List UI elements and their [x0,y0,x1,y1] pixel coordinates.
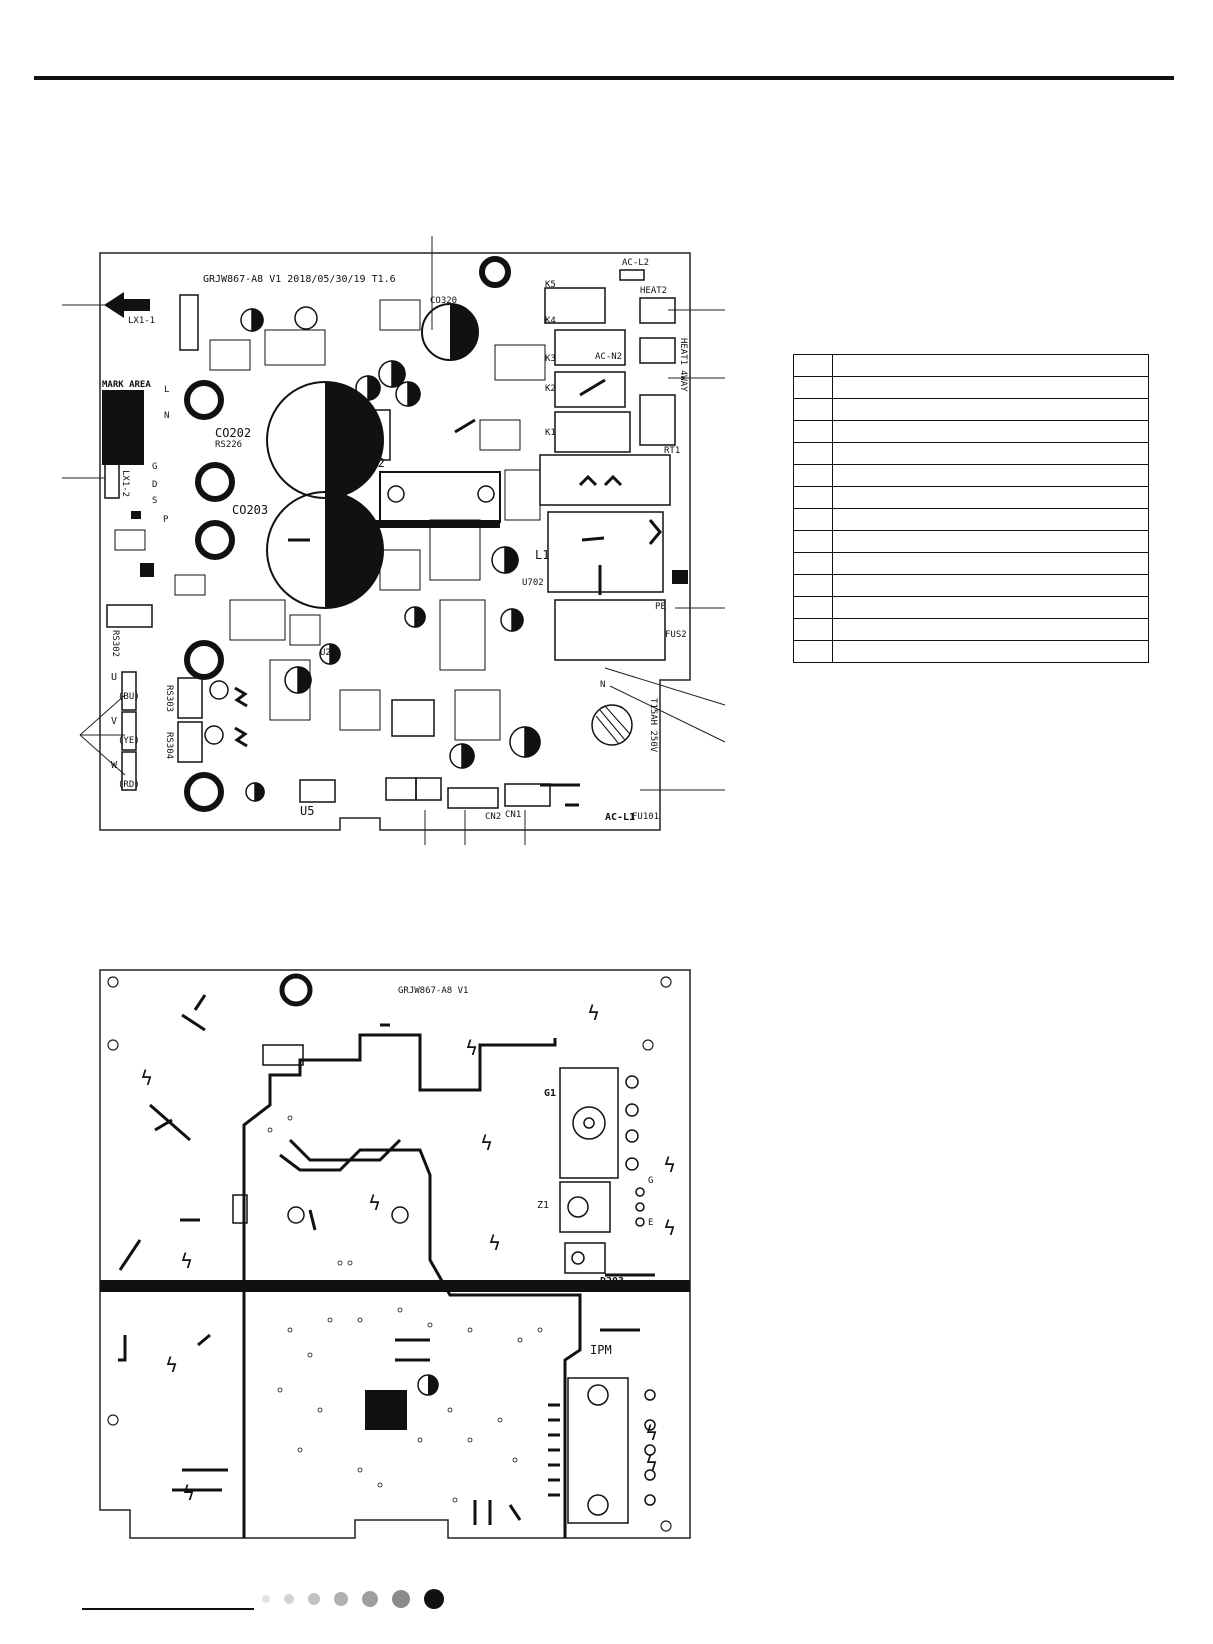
svg-text:ϟ: ϟ [465,1036,478,1060]
svg-text:ϟ: ϟ [663,1153,676,1177]
v-terminal-label: V [111,716,118,727]
footer-rule [82,1608,254,1610]
k3-label: K3 [545,354,556,364]
bu-label: (BU) [118,692,140,702]
four-way-label: 4WAY [678,370,688,392]
heat2-label: HEAT2 [640,286,668,296]
page-dot [284,1594,294,1604]
co203-label: CO203 [232,503,269,517]
rt1-label: RT1 [664,446,681,456]
rs304-label: RS304 [164,732,174,760]
s-pin-label: S [152,496,158,506]
z1-label: Z1 [537,1200,550,1211]
fuse-rating-label: T15AH 250V [648,698,658,753]
n-terminal-label: N [600,680,606,690]
u-terminal-label: U [111,672,118,683]
rs303-label: RS303 [164,685,174,713]
ac-l2-label: AC-L2 [622,258,650,268]
cn1-label: CN1 [505,810,522,820]
g1-label: G1 [544,1088,557,1099]
rs226-label: RS226 [215,440,243,450]
n-input-label: N [164,411,170,421]
ipm-label: IPM [590,1343,612,1357]
bottom-board-title: GRJW867-A8 V1 [398,986,469,996]
fu101-label: FU101 [632,812,660,822]
header-rule [34,76,1174,80]
g-terminal-label: G [648,1176,654,1186]
k4-label: K4 [545,316,556,326]
ye-label: (YE) [118,736,140,746]
svg-text:ϟ: ϟ [645,1451,658,1475]
fus2-label: FUS2 [665,630,687,640]
svg-text:ϟ: ϟ [368,1191,381,1215]
svg-text:ϟ: ϟ [480,1131,493,1155]
g-pin-label: G [152,462,158,472]
svg-text:ϟ: ϟ [587,1001,600,1025]
page-dot [392,1590,410,1608]
legend-row [793,596,1149,619]
ipm2-label: IPM2 [356,456,385,470]
u20-label: U20 [320,648,337,658]
heat1-label: HEAT1 [678,338,688,366]
co320-label: CO320 [430,296,458,306]
svg-text:ϟ: ϟ [165,1353,178,1377]
page-dot [334,1592,348,1606]
rs302-label: RS302 [110,630,120,658]
e-terminal-label: E [648,1218,654,1228]
k5-label: K5 [545,280,556,290]
ac-n2-label: AC-N2 [595,352,623,362]
lx2-label: LX1-2 [120,470,130,498]
svg-text:ϟ: ϟ [663,1216,676,1240]
svg-text:ϟ: ϟ [180,1249,193,1273]
l-input-label: L [164,385,170,395]
w-terminal-label: W [111,760,118,771]
pe-label: PE [655,602,666,612]
co202-label: CO202 [215,426,252,440]
ac-l1-label: AC-L1 [605,812,636,823]
d-pin-label: D [152,480,158,490]
page-dot [262,1595,270,1603]
component-legend-table [793,354,1149,663]
u702-label: U702 [522,578,544,588]
svg-text:ϟ: ϟ [645,1421,658,1445]
page-dot-active [424,1589,444,1609]
svg-text:ϟ: ϟ [140,1066,153,1090]
legend-row [793,420,1149,443]
u5-label: U5 [300,804,315,818]
k1-label: K1 [545,428,556,438]
d203-label: D203 [600,1276,625,1287]
rd-label: (RD) [118,780,140,790]
legend-description-cell [832,640,1149,663]
svg-text:ϟ: ϟ [182,1481,195,1505]
p-pin-label: P [163,515,169,525]
legend-row [793,640,1149,663]
pcb-top-drawing [62,236,726,845]
legend-row [793,618,1149,641]
top-board-title: GRJW867-A8 V1 2018/05/30/19 T1.6 [203,274,396,285]
mark-area-label: MARK AREA [102,380,151,390]
svg-text:ϟ: ϟ [488,1231,501,1255]
cn2-label: CN2 [485,812,502,822]
page-dot [362,1591,378,1607]
lx1-label: LX1-1 [128,316,156,326]
k2-label: K2 [545,384,556,394]
page-dot [308,1593,320,1605]
l1-label: L1 [535,548,550,562]
